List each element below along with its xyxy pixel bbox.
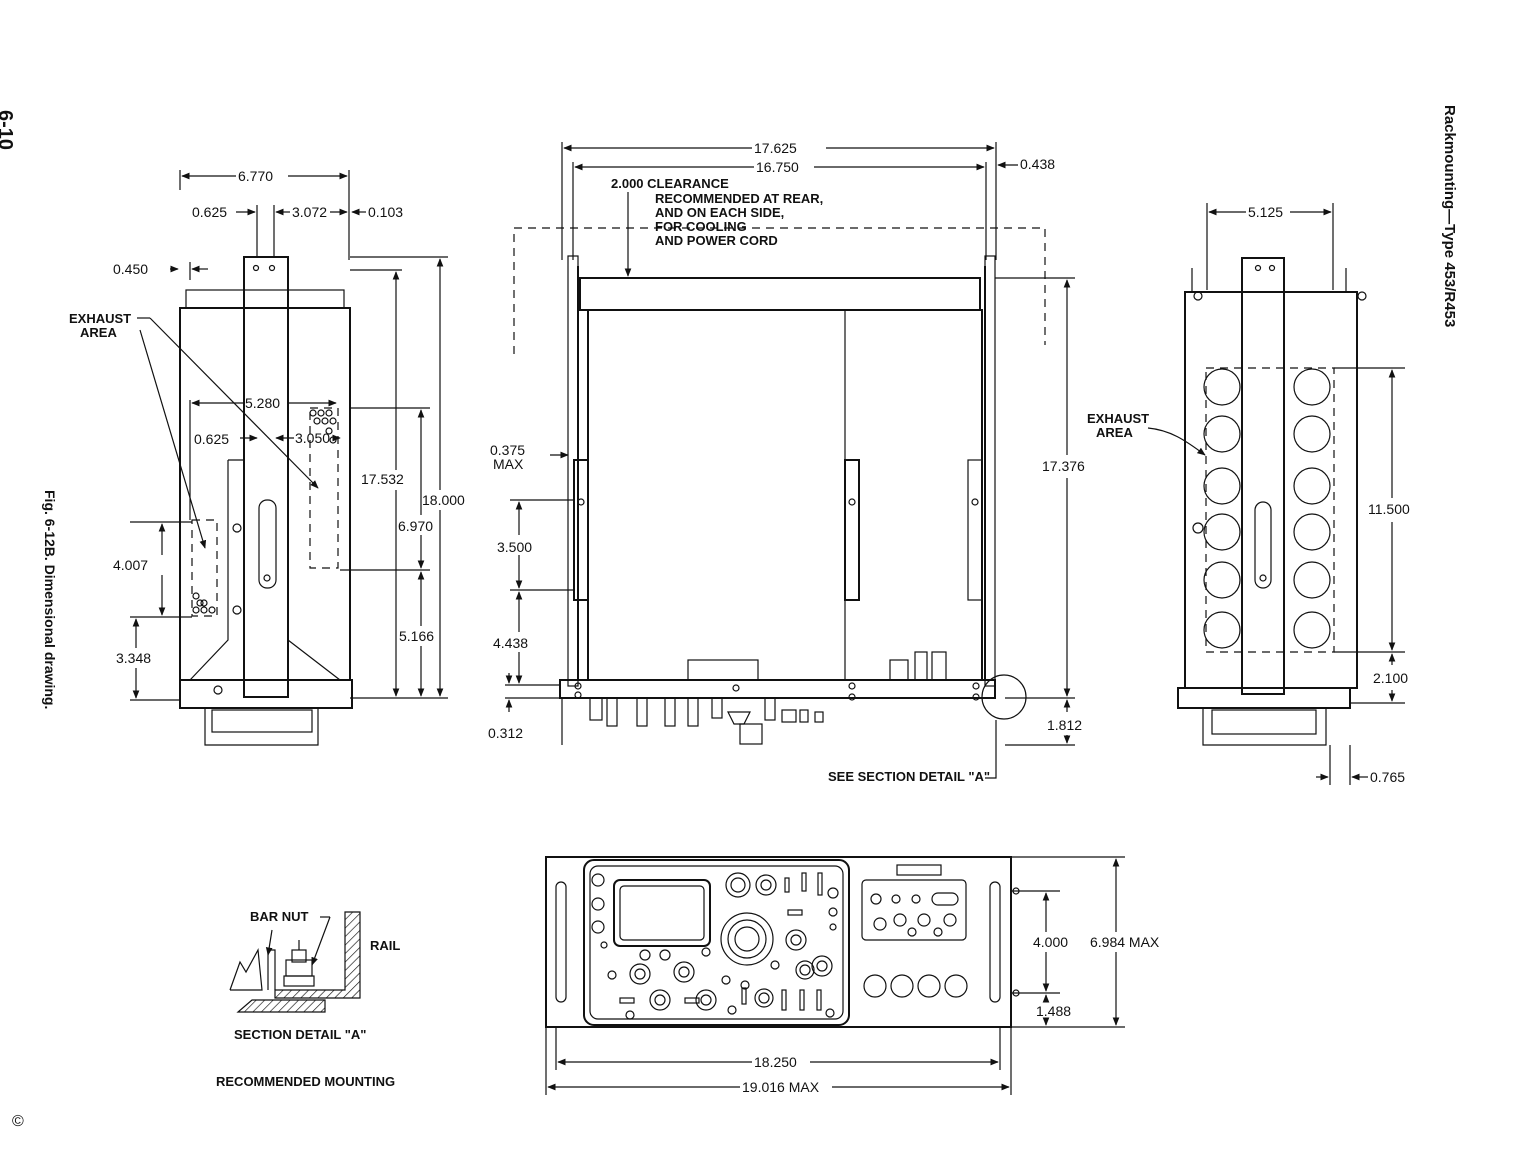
rail-label: RAIL: [370, 938, 400, 953]
dim-4000: 4.000: [1033, 934, 1068, 950]
dim-1812: 1.812: [1047, 717, 1082, 733]
section-detail-a: BAR NUT RAIL SECTION DETAIL "A" RECOMMEN…: [216, 909, 400, 1089]
dim-17532: 17.532: [361, 471, 404, 487]
dim-2100: 2.100: [1373, 670, 1408, 686]
see-section-detail: SEE SECTION DETAIL "A": [828, 769, 990, 784]
exhaust-label-left-2: AREA: [80, 325, 117, 340]
exhaust-label-right-1: EXHAUST: [1087, 411, 1149, 426]
dim-3050: 3.050: [295, 430, 330, 446]
dim-17625: 17.625: [754, 140, 797, 156]
dim-5166: 5.166: [399, 628, 434, 644]
dim-0375-max: MAX: [493, 456, 524, 472]
bar-nut-label: BAR NUT: [250, 909, 309, 924]
recommended-mounting: RECOMMENDED MOUNTING: [216, 1074, 395, 1089]
dim-17376: 17.376: [1042, 458, 1085, 474]
copyright-mark: ©: [12, 1113, 24, 1130]
dim-0765: 0.765: [1370, 769, 1405, 785]
dim-5280: 5.280: [245, 395, 280, 411]
front-view: 4.000 6.984 MAX 1.488 18.250 19.016 MAX: [545, 856, 1160, 1095]
dim-6970: 6.970: [398, 518, 433, 534]
clearance-note-1: 2.000 CLEARANCE: [611, 176, 729, 191]
exhaust-label-left-1: EXHAUST: [69, 311, 131, 326]
front-knobs-top-view: [561, 697, 824, 745]
dim-0625-top: 0.625: [192, 204, 227, 220]
clearance-note-3: AND ON EACH SIDE,: [655, 205, 784, 220]
dim-18000: 18.000: [422, 492, 465, 508]
dim-0103: 0.103: [368, 204, 403, 220]
dim-16750: 16.750: [756, 159, 799, 175]
exhaust-holes-right: [1203, 368, 1331, 649]
clearance-note-4: FOR COOLING: [655, 219, 747, 234]
dim-0625-mid: 0.625: [194, 431, 229, 447]
dim-5125: 5.125: [1248, 204, 1283, 220]
exhaust-label-right-2: AREA: [1096, 425, 1133, 440]
dim-3500: 3.500: [497, 539, 532, 555]
dim-3072: 3.072: [292, 204, 327, 220]
exhaust-holes-left-top: [309, 409, 337, 444]
dim-6984: 6.984 MAX: [1090, 934, 1160, 950]
dim-1488: 1.488: [1036, 1003, 1071, 1019]
right-side-view: 5.125 11.500 2.100: [1177, 203, 1410, 785]
section-detail-title: SECTION DETAIL "A": [234, 1027, 366, 1042]
left-side-view: 6.770 0.625 3.072 0.103 0.450: [69, 168, 465, 746]
dim-18250: 18.250: [754, 1054, 797, 1070]
clearance-note-5: AND POWER CORD: [655, 233, 778, 248]
dim-0438: 0.438: [1020, 156, 1055, 172]
dim-6770: 6.770: [238, 168, 273, 184]
clearance-note-2: RECOMMENDED AT REAR,: [655, 191, 823, 206]
exhaust-holes-left-bottom: [192, 592, 216, 614]
top-view: 17.625 16.750 0.438 2.000 CLEARANCE RECO…: [488, 140, 1206, 784]
dim-0312: 0.312: [488, 725, 523, 741]
dim-4007: 4.007: [113, 557, 148, 573]
dim-0450: 0.450: [113, 261, 148, 277]
dim-3348: 3.348: [116, 650, 151, 666]
dim-4438: 4.438: [493, 635, 528, 651]
dim-0375: 0.375: [490, 442, 525, 458]
dim-19016: 19.016 MAX: [742, 1079, 820, 1095]
dim-11500: 11.500: [1368, 501, 1410, 517]
